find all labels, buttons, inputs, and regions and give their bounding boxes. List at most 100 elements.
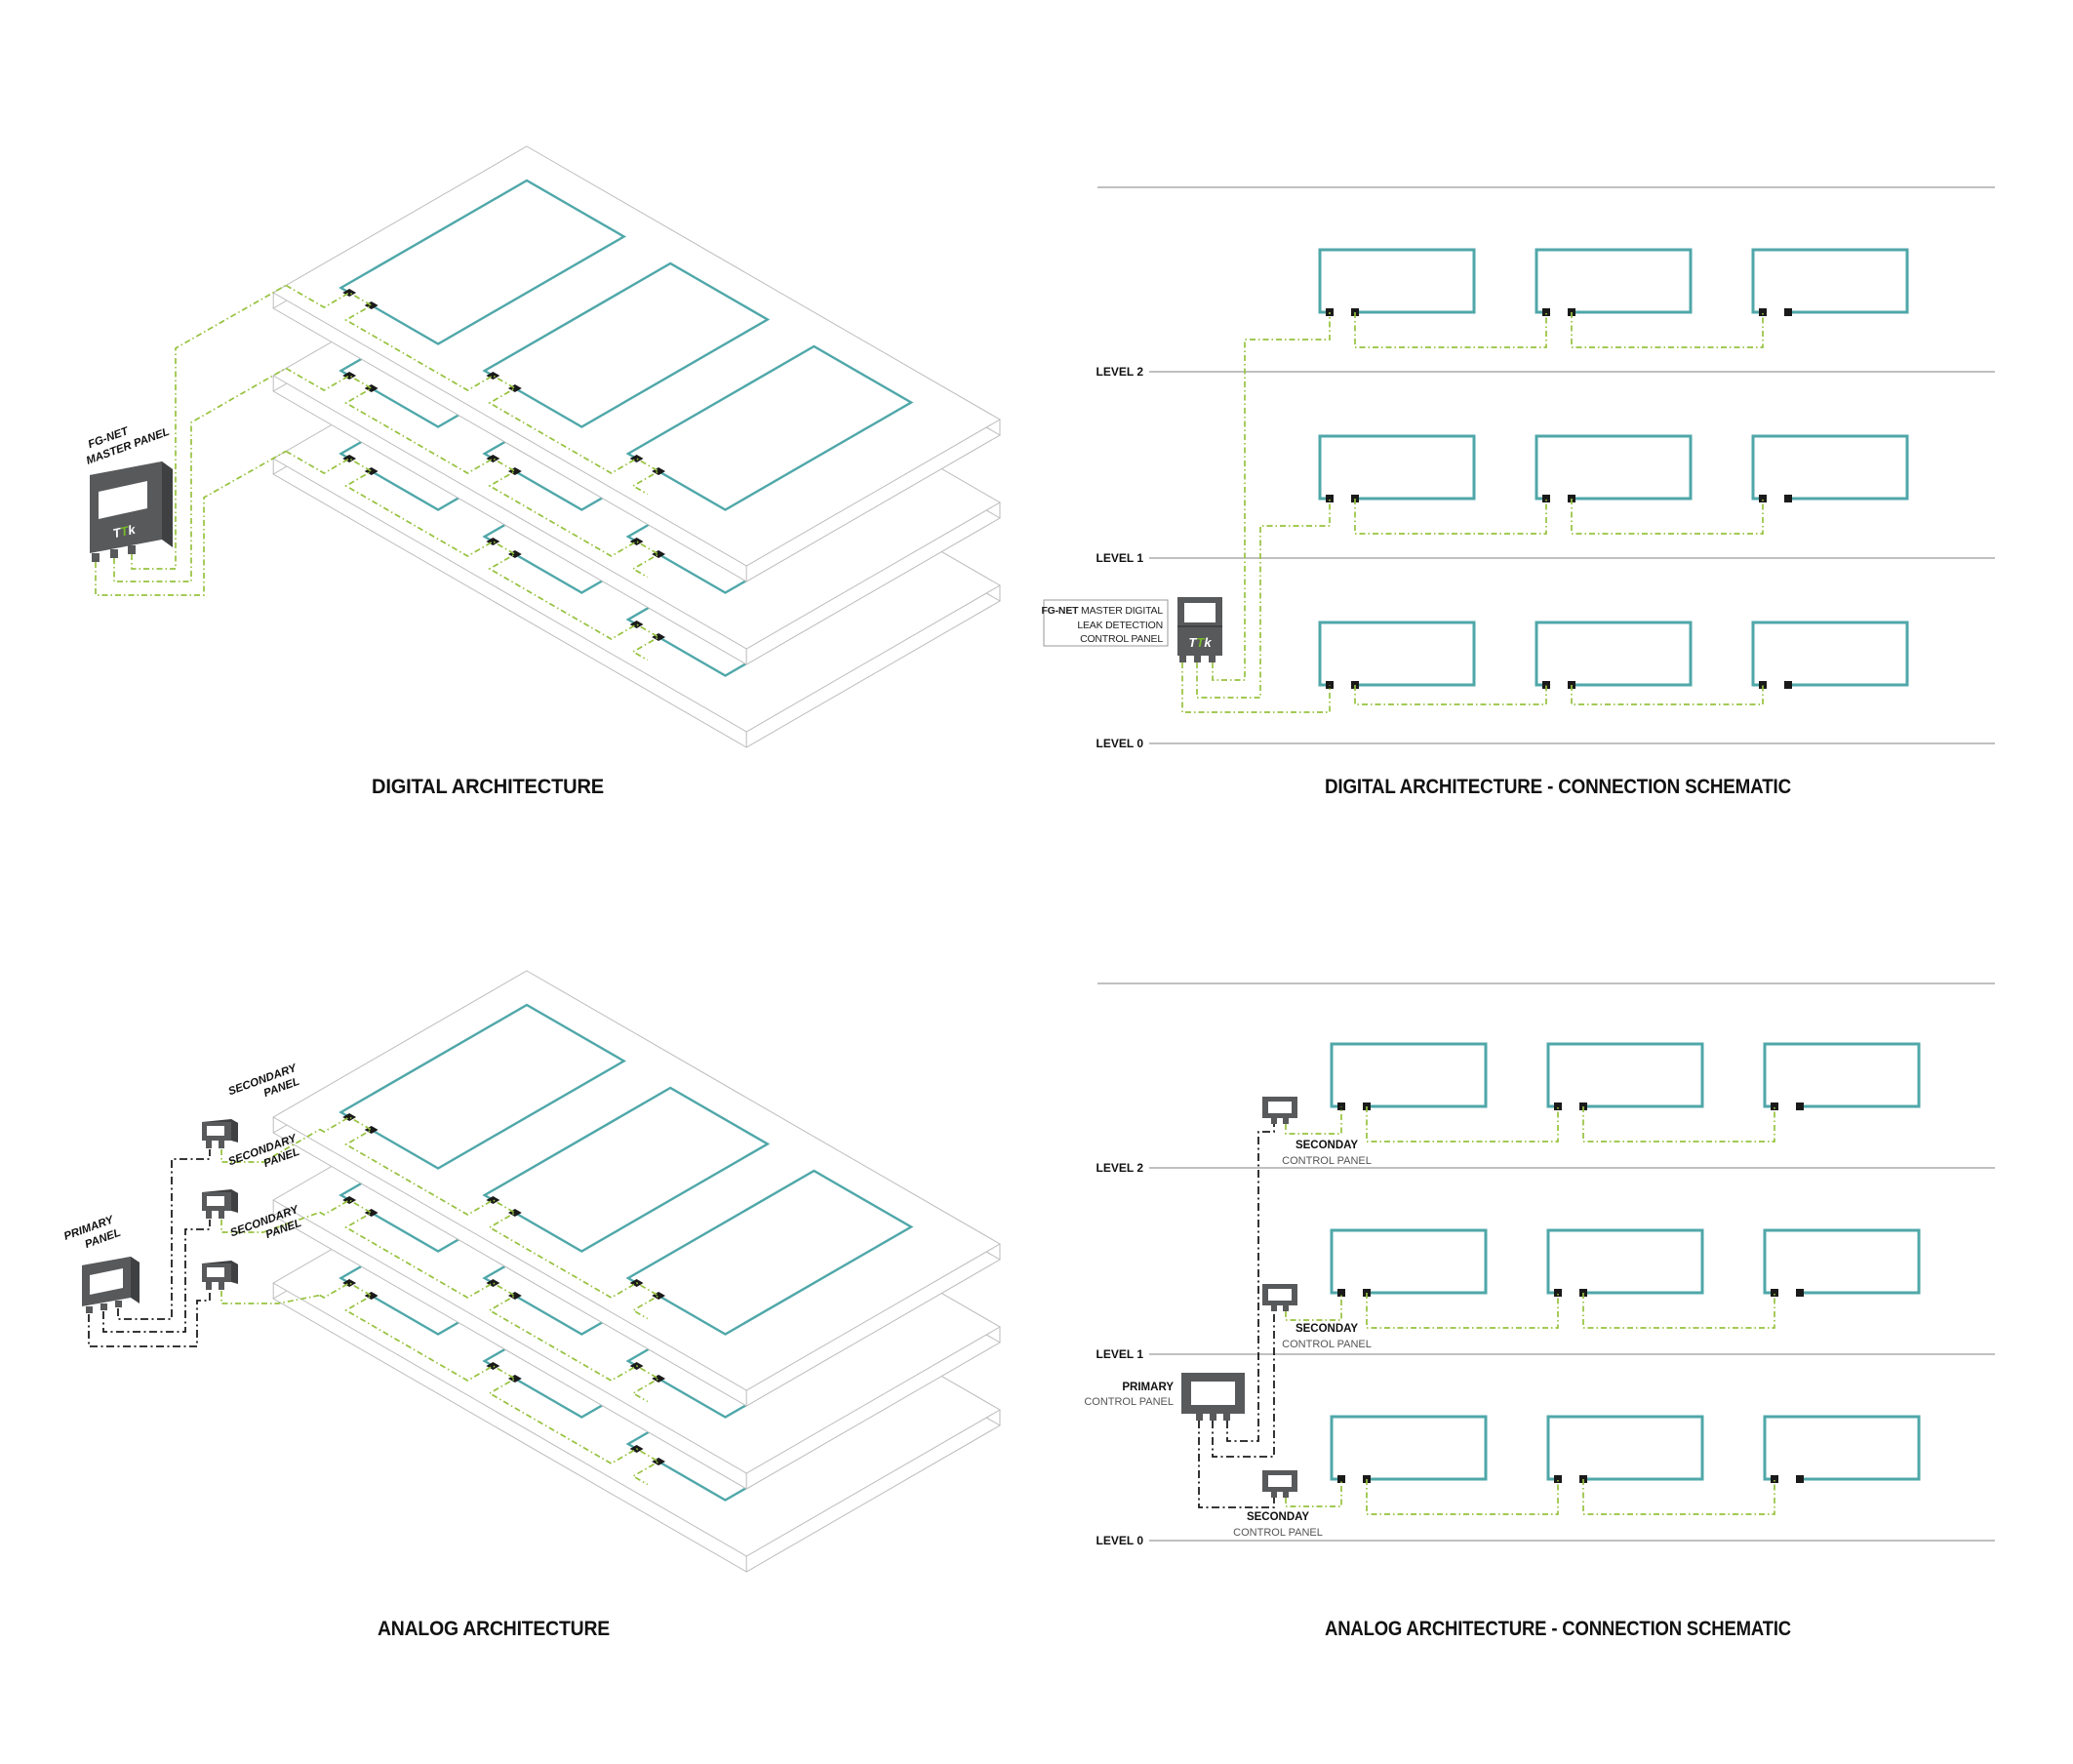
panel-port: [1209, 656, 1216, 662]
cable-connector: [1554, 1475, 1562, 1483]
sensing-cable: [1366, 1106, 1559, 1143]
secondary-panel-port: [1283, 1492, 1289, 1498]
primary-secondary-link: [102, 1220, 211, 1333]
secondary-panel-port: [1271, 1492, 1277, 1498]
leak-detection-zone-box: [1751, 248, 1909, 314]
sensing-cable: [1212, 312, 1331, 681]
secondary-panel-port: [219, 1211, 224, 1219]
title-digital-schematic: DIGITAL ARCHITECTURE - CONNECTION SCHEMA…: [1325, 776, 1791, 798]
leak-detection-zone-box: [1318, 621, 1476, 687]
cable-connector: [1771, 1475, 1778, 1483]
leak-detection-zone-box: [1751, 621, 1909, 687]
secondary-panel-screen: [207, 1126, 224, 1136]
leak-detection-zone-box: [1535, 248, 1693, 314]
cable-connector: [1771, 1289, 1778, 1297]
bus-riser-cable: [131, 284, 287, 570]
leak-detection-zone: [625, 1169, 914, 1336]
primary-panel-sublabel: CONTROL PANEL: [1084, 1396, 1174, 1408]
panel-link-cable: [1198, 1421, 1275, 1508]
cable-connector: [364, 384, 379, 392]
cable-connector: [507, 1375, 522, 1383]
secondary-panel-port: [1271, 1305, 1277, 1311]
bus-riser-cable: [113, 367, 287, 582]
cable-connector: [486, 455, 500, 462]
leak-detection-zone-box: [1751, 434, 1909, 501]
secondary-panel-label-l0: SECONDAY CONTROL PANEL: [1233, 1511, 1323, 1539]
cable-connector: [1554, 1289, 1562, 1297]
cable-connector: [1759, 681, 1767, 689]
level-label: LEVEL 2: [1096, 1161, 1144, 1175]
secondary-panel-port: [206, 1141, 212, 1148]
cable-connector: [1542, 308, 1550, 316]
secondary-panel-port: [1283, 1305, 1289, 1311]
cable-connector: [507, 1292, 522, 1300]
cable-connector: [1796, 1289, 1804, 1297]
sensing-cable: [1354, 312, 1547, 348]
ttk-logo: TTk: [111, 522, 138, 541]
secondary-panel-label: SECONDARY PANEL: [226, 1133, 300, 1170]
leak-detection-zone-box: [1546, 1415, 1704, 1481]
iso-analog-building: [88, 970, 1002, 1573]
secondary-panel-port: [206, 1211, 212, 1219]
cable-connector: [364, 1126, 379, 1134]
panel-screen: [1184, 603, 1216, 622]
cable-connector: [1337, 1289, 1345, 1297]
leak-detection-zone-box: [1330, 1228, 1488, 1295]
cable-connector: [1784, 495, 1792, 502]
secondary-panel-port: [219, 1282, 224, 1290]
panel-port: [1179, 656, 1186, 662]
leak-detection-zone-box: [1535, 434, 1693, 501]
secondary-floor-cable: [220, 1291, 321, 1304]
secondary-panel-port: [1283, 1118, 1289, 1124]
panel-port: [128, 545, 136, 554]
secondary-panel-screen: [207, 1196, 224, 1206]
cable-connector: [1326, 495, 1334, 502]
panel-side-face: [162, 461, 173, 547]
panel-port: [115, 1301, 122, 1307]
cable-connector: [486, 1196, 500, 1204]
secondary-panel-side: [231, 1261, 238, 1284]
cable-connector: [1784, 308, 1792, 316]
title-analog-schematic: ANALOG ARCHITECTURE - CONNECTION SCHEMAT…: [1325, 1618, 1791, 1640]
floor-slab-top-face: [272, 145, 1002, 567]
leak-detection-zone-box: [1535, 621, 1693, 687]
cable-connector: [507, 467, 522, 475]
level-label: LEVEL 0: [1096, 1534, 1144, 1547]
primary-control-panel: PRIMARY CONTROL PANEL: [1084, 1373, 1245, 1421]
sensing-cable: [1285, 1293, 1342, 1321]
sensing-cable: [1366, 1293, 1559, 1329]
sensing-cable: [1582, 1479, 1775, 1515]
cable-connector: [1759, 495, 1767, 502]
cable-connector: [364, 1292, 379, 1300]
panel-link-cable: [1226, 1124, 1275, 1442]
level-label: LEVEL 1: [1096, 1347, 1144, 1361]
secondary-panel-devices: [202, 1119, 238, 1290]
secondary-sublabel: CONTROL PANEL: [1233, 1527, 1323, 1539]
secondary-panel-side: [231, 1189, 238, 1213]
bus-riser-cable: [95, 450, 287, 596]
sensing-cable: [1582, 1293, 1775, 1329]
leak-detection-zone-box: [1763, 1228, 1921, 1295]
sensing-cable-run: [285, 367, 660, 579]
level-label: LEVEL 1: [1096, 551, 1144, 565]
secondary-control-panel-devices: [1262, 1097, 1297, 1498]
fgnet-schematic-panel: FG-NET MASTER DIGITAL LEAK DETECTION CON…: [1041, 597, 1222, 662]
secondary-sublabel: CONTROL PANEL: [1282, 1155, 1372, 1167]
sensing-cable: [1354, 499, 1547, 535]
sensing-cable: [1571, 499, 1764, 535]
leak-detection-zone: [339, 179, 626, 345]
cable-connector: [1784, 681, 1792, 689]
panel-port: [1196, 1414, 1203, 1421]
cable-connector: [486, 372, 500, 380]
cable-connector: [1554, 1102, 1562, 1110]
sensing-cable: [1196, 499, 1331, 699]
panel-port: [110, 549, 118, 558]
leak-detection-zone: [625, 344, 914, 511]
secondary-label: SECONDAY: [1247, 1511, 1309, 1523]
secondary-panel-label: SECONDARY PANEL: [226, 1062, 300, 1100]
sensing-cable-run: [285, 450, 660, 662]
secondary-label: SECONDAY: [1296, 1323, 1358, 1335]
sensing-cable: [1571, 312, 1764, 348]
panel-label-line2: LEAK DETECTION: [1077, 620, 1163, 631]
